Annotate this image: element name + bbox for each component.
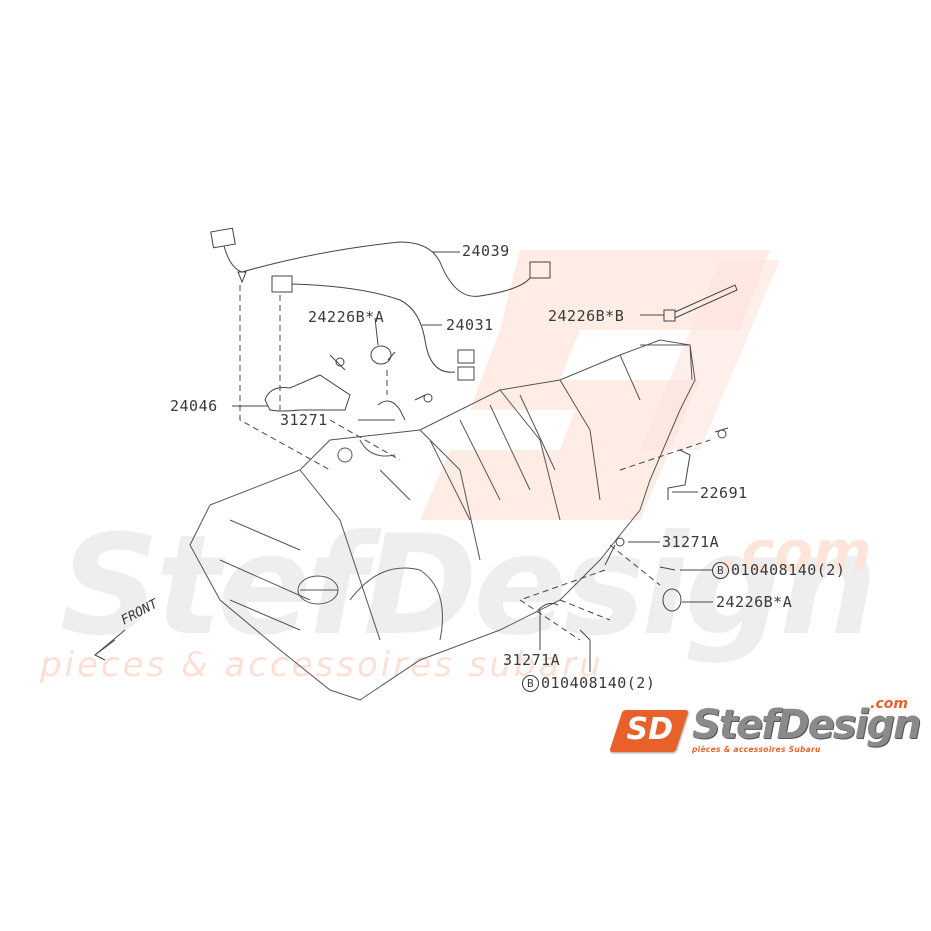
cable-tie-icon: [663, 284, 738, 322]
part-label-24226b-b[interactable]: 24226B*B: [548, 307, 625, 325]
part-label-22691[interactable]: 22691: [700, 484, 748, 502]
logo-com: .com: [870, 696, 908, 712]
part-label-bolt-right[interactable]: B 010408140(2): [712, 562, 845, 579]
part-label-24226b-a-top[interactable]: 24226B*A: [308, 308, 385, 326]
front-arrow-icon: [94, 629, 126, 661]
bolt-ref-number: 010408140(2): [541, 674, 656, 692]
part-label-31271[interactable]: 31271: [280, 411, 328, 429]
part-label-24046[interactable]: 24046: [170, 397, 218, 415]
harness-24031-icon: [271, 275, 475, 381]
logo-badge-icon: SD: [609, 710, 689, 752]
logo-tagline: pièces & accessoires Subaru: [692, 745, 821, 754]
part-label-31271a-right[interactable]: 31271A: [662, 533, 720, 551]
brand-logo: SD StefDesign .com pièces & accessoires …: [609, 696, 921, 760]
bolt-ref-symbol: B: [522, 675, 539, 692]
clip-icon: [370, 345, 396, 365]
part-label-31271a-bottom[interactable]: 31271A: [503, 651, 561, 669]
part-label-24226b-a-right[interactable]: 24226B*A: [716, 593, 793, 611]
bolt-ref-symbol: B: [712, 562, 729, 579]
harness-24039-icon: [210, 227, 551, 297]
transmission-case-icon: [189, 339, 696, 701]
part-label-24031[interactable]: 24031: [446, 316, 494, 334]
part-label-bolt-bottom[interactable]: B 010408140(2): [522, 675, 655, 692]
part-label-24039[interactable]: 24039: [462, 242, 510, 260]
bolt-ref-number: 010408140(2): [731, 561, 846, 579]
logo-name: StefDesign: [692, 702, 921, 748]
